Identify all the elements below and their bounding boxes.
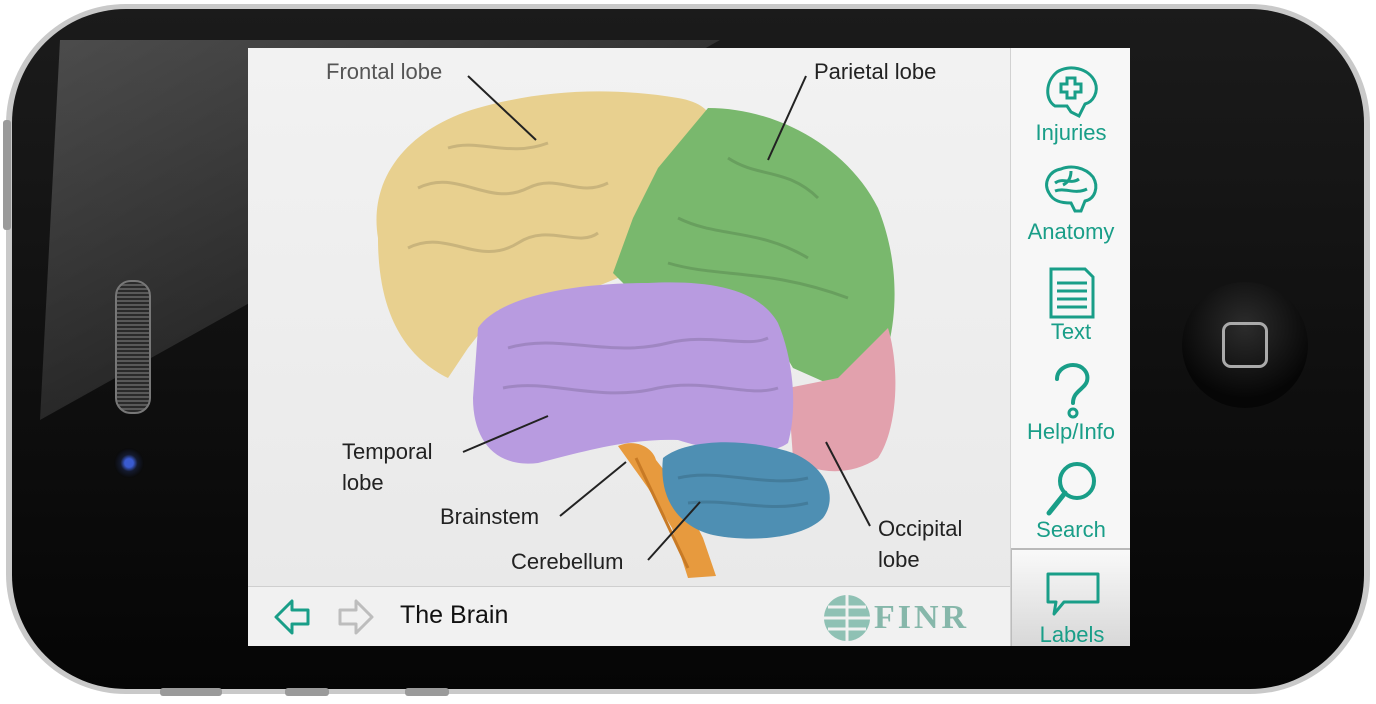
brainstem-label: Brainstem — [440, 504, 540, 529]
sidebar-item-search[interactable]: Search — [1011, 451, 1130, 549]
sidebar-label-search: Search — [1036, 517, 1106, 542]
brain-icon — [1045, 165, 1098, 213]
head-plus-icon — [1046, 66, 1098, 119]
sidebar-item-anatomy[interactable]: Anatomy — [1011, 153, 1130, 251]
sidebar-item-text[interactable]: Text — [1011, 253, 1130, 351]
temporal-lobe-label-line1: Temporal — [342, 439, 433, 464]
sidebar-item-injuries[interactable]: Injuries — [1011, 54, 1130, 152]
right-arrow-icon — [338, 599, 374, 635]
sidebar-label-anatomy: Anatomy — [1027, 219, 1115, 244]
home-square-icon — [1222, 322, 1268, 368]
sidebar: Injuries Anatomy Text Help/Info — [1010, 48, 1130, 646]
speech-bubble-icon — [1046, 572, 1100, 616]
page-title: The Brain — [400, 601, 509, 629]
finr-globe-icon — [824, 595, 870, 641]
temporal-lobe-region — [473, 282, 794, 464]
brain-illustration — [376, 75, 896, 578]
front-camera — [114, 448, 144, 478]
back-button[interactable] — [272, 597, 312, 637]
sidebar-item-help[interactable]: Help/Info — [1011, 353, 1130, 451]
home-button[interactable] — [1182, 282, 1308, 408]
sidebar-label-injuries: Injuries — [1035, 120, 1107, 145]
brain-diagram-area: Frontal lobe Parietal lobe Temporal lobe… — [248, 48, 1010, 586]
forward-button[interactable] — [336, 597, 376, 637]
bottom-toolbar: The Brain FINR — [248, 586, 1010, 646]
sidebar-label-help: Help/Info — [1026, 419, 1116, 444]
sidebar-label-labels: Labels — [1039, 622, 1105, 646]
sidebar-item-labels[interactable]: Labels — [1011, 548, 1130, 646]
parietal-lobe-label: Parietal lobe — [814, 59, 937, 84]
finr-logo: FINR — [822, 593, 982, 643]
sidebar-label-text: Text — [1050, 319, 1092, 344]
temporal-lobe-label-line2: lobe — [342, 470, 384, 495]
occipital-lobe-region — [788, 328, 896, 472]
speaker-grille — [115, 280, 151, 414]
finr-logo-text: FINR — [874, 599, 970, 636]
app-screen: Frontal lobe Parietal lobe Temporal lobe… — [248, 48, 1130, 646]
occipital-lobe-label-line1: Occipital — [878, 516, 963, 541]
document-icon — [1049, 267, 1095, 319]
cerebellum-label: Cerebellum — [511, 549, 624, 574]
question-icon — [1055, 362, 1090, 419]
frontal-lobe-region — [376, 91, 712, 378]
occipital-lobe-label-line2: lobe — [878, 547, 920, 572]
parietal-lobe-region — [613, 108, 895, 388]
cerebellum-region — [662, 442, 830, 539]
frontal-lobe-label: Frontal lobe — [326, 59, 443, 84]
brainstem-region — [618, 443, 716, 578]
magnifier-icon — [1046, 462, 1096, 516]
left-arrow-icon — [274, 599, 310, 635]
